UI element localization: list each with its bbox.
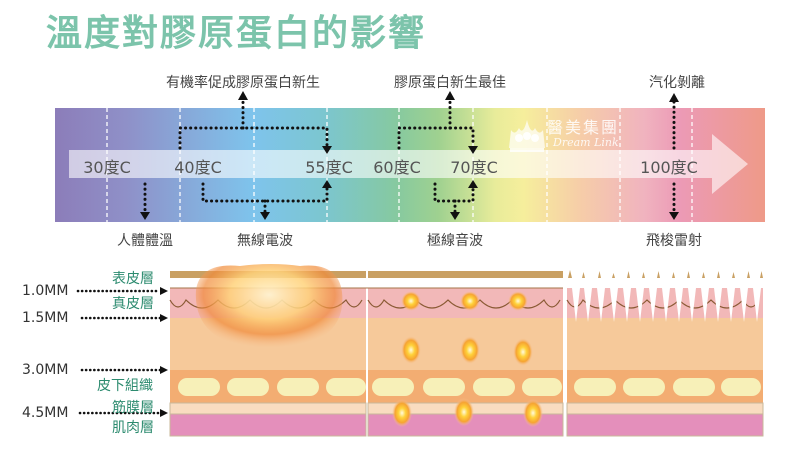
ultrasound-focal-points: [392, 291, 543, 427]
arrow-down-icon: [669, 212, 679, 220]
arrow-up-icon: [445, 91, 455, 100]
layer-label-subcutaneous: 皮下組織: [97, 378, 153, 394]
ablated-epidermis: [568, 270, 763, 278]
depth-label-1-5mm: 1.5MM: [22, 310, 69, 326]
arrow-down-icon: [322, 146, 332, 154]
arrow-up-icon: [669, 93, 679, 102]
logo-name-en: Dream Link: [553, 136, 619, 149]
method-label-ultrasound: 極線音波: [427, 233, 483, 249]
layer-label-dermis: 真皮層: [112, 296, 154, 312]
layer-label-muscle: 肌肉層: [112, 420, 154, 436]
skin-cross-section: [76, 264, 764, 437]
depth-label-3-0mm: 3.0MM: [22, 362, 69, 378]
crown-icon: [509, 120, 545, 152]
effect-label-collagen-possible: 有機率促成膠原蛋白新生: [166, 75, 320, 91]
temp-mark-55: 55度C: [305, 158, 353, 177]
method-label-radiofrequency: 無線電波: [237, 233, 293, 249]
arrowheads: [140, 91, 679, 220]
temp-mark-60: 60度C: [373, 158, 421, 177]
method-label-fractional-laser: 飛梭雷射: [646, 233, 702, 249]
depth-pointers: [76, 289, 162, 415]
temperature-guide-lines: [106, 108, 693, 222]
arrow-down-icon: [260, 212, 270, 220]
heat-zone: [195, 264, 343, 352]
fat-cells: [178, 378, 761, 396]
scale-arrow: [69, 134, 748, 194]
page-title: 溫度對膠原蛋白的影響: [46, 12, 427, 54]
temp-mark-40: 40度C: [174, 158, 222, 177]
arrow-down-icon: [140, 212, 150, 220]
laser-microchannels: [572, 288, 761, 322]
temp-mark-100: 100度C: [640, 158, 698, 177]
effect-label-vaporization: 汽化剝離: [649, 75, 705, 91]
arrow-down-icon: [468, 146, 478, 154]
arrow-up-icon: [238, 91, 248, 100]
depth-arrowheads: [160, 287, 168, 417]
arrow-up-icon: [322, 180, 332, 188]
temp-mark-70: 70度C: [450, 158, 498, 177]
depth-label-1-0mm: 1.0MM: [22, 283, 69, 299]
temp-mark-30: 30度C: [83, 158, 131, 177]
logo-name-cn: 醫美集團: [547, 118, 620, 137]
arrow-up-icon: [468, 180, 478, 188]
layer-label-fascia: 筋膜層: [112, 400, 154, 416]
method-label-body-temp: 人體體溫: [117, 233, 173, 249]
depth-label-4-5mm: 4.5MM: [22, 405, 69, 421]
layer-label-epidermis: 表皮層: [112, 271, 154, 287]
dotted-connectors: [143, 98, 676, 214]
arrow-down-icon: [450, 212, 460, 220]
effect-label-collagen-best: 膠原蛋白新生最佳: [394, 75, 506, 91]
